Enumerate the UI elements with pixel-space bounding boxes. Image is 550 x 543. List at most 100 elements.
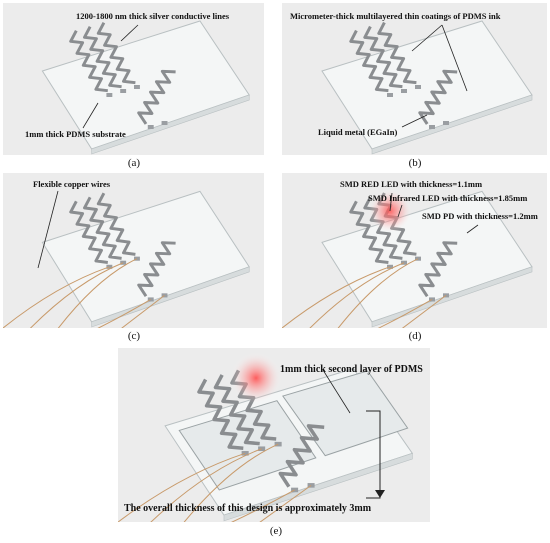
contact-pad <box>443 293 449 298</box>
contact-pad <box>387 93 393 97</box>
contact-pad <box>133 85 140 89</box>
silver-line-left <box>96 192 136 256</box>
contact-pad <box>401 89 407 93</box>
silver-line-left <box>83 26 122 89</box>
copper-wire <box>309 262 405 328</box>
panel-b: Micrometer-thick multilayered thin coati… <box>282 3 547 155</box>
sensor-substrate <box>282 190 533 328</box>
sensor-substrate <box>41 20 251 155</box>
label-overall-thickness: The overall thickness of this design is … <box>124 503 372 514</box>
label-second-layer: 1mm thick second layer of PDMS <box>280 364 423 375</box>
copper-wire <box>401 294 447 328</box>
copper-wire <box>259 484 312 522</box>
caption-a: (a) <box>127 157 141 169</box>
pdms-layer-left <box>178 400 317 491</box>
panel-c: Flexible copper wires <box>3 173 264 328</box>
arrow-metal <box>401 114 428 128</box>
contact-pad <box>401 260 407 265</box>
copper-wire <box>183 443 279 522</box>
copper-wire <box>337 258 419 328</box>
panel-a: 1200-1800 nm thick silver conductive lin… <box>3 3 264 155</box>
contact-pad <box>161 121 168 125</box>
silver-line-left <box>213 374 260 446</box>
arrow-down-head <box>375 490 385 498</box>
copper-wire <box>282 266 391 328</box>
silver-line-right <box>418 241 458 298</box>
copper-wire <box>3 266 110 328</box>
caption-d: (d) <box>408 330 422 342</box>
contact-pad <box>147 125 154 129</box>
arrow-wires <box>37 190 59 269</box>
copper-wire <box>230 489 295 522</box>
panel-b-illustration <box>321 20 533 155</box>
silver-line-right <box>137 69 176 125</box>
label-pdms-substrate: 1mm thick PDMS substrate <box>25 129 126 139</box>
label-red-led: SMD RED LED with thickness=1.1mm <box>340 179 483 189</box>
substrate-edge <box>91 94 250 155</box>
copper-wire <box>150 448 262 522</box>
label-liquid-metal: Liquid metal (EGaIn) <box>318 127 398 137</box>
contact-pad <box>241 451 249 456</box>
contact-pad <box>120 260 127 265</box>
arrow-coatings-2 <box>441 24 468 92</box>
sensor-substrate <box>3 190 250 328</box>
contact-pad <box>106 264 113 269</box>
silver-line-left <box>83 196 122 260</box>
substrate-edge <box>371 94 533 155</box>
caption-e: (e) <box>269 525 283 537</box>
label-copper-wires: Flexible copper wires <box>33 179 111 189</box>
panel-d: SMD RED LED with thickness=1.1mm SMD Inf… <box>282 173 547 328</box>
silver-line-left <box>349 29 389 93</box>
substrate-edge <box>91 266 250 328</box>
sensor-substrate <box>321 20 533 155</box>
copper-wire <box>377 299 433 328</box>
red-led-glow <box>230 352 282 404</box>
copper-wire <box>57 258 138 328</box>
arrow-lines <box>120 24 139 42</box>
contact-pad <box>161 293 168 298</box>
contact-pad <box>415 85 421 89</box>
contact-pad <box>291 487 299 493</box>
caption-c: (c) <box>127 330 141 342</box>
substrate-edge <box>223 452 413 522</box>
arrow-red-led <box>389 192 393 212</box>
substrate-edge <box>371 266 533 328</box>
sensor-substrate <box>118 368 414 522</box>
silver-line-left <box>197 378 244 450</box>
contact-pad <box>429 125 435 129</box>
label-pd: SMD PD with thickness=1.2mm <box>422 211 538 221</box>
silver-line-left <box>69 30 108 93</box>
silver-line-right <box>278 424 325 488</box>
bracket-thickness <box>366 410 381 499</box>
arrow-coatings-1 <box>411 24 443 52</box>
silver-line-left <box>377 21 417 85</box>
arrow-layer <box>322 369 351 414</box>
panel-a-illustration <box>41 20 251 155</box>
silver-line-right <box>418 69 458 125</box>
silver-line-left <box>69 200 108 264</box>
contact-pad <box>307 483 315 488</box>
panel-c-illustration <box>3 190 250 328</box>
label-pdms-coatings: Micrometer-thick multilayered thin coati… <box>290 11 501 21</box>
copper-wire <box>118 452 246 522</box>
copper-wire <box>121 294 165 328</box>
silver-line-right <box>137 241 176 298</box>
silver-line-left <box>96 22 136 85</box>
panel-d-illustration <box>282 189 533 328</box>
label-ir-led: SMD Infrared LED with thickness=1.85mm <box>368 193 528 203</box>
contact-pad <box>443 121 449 125</box>
contact-pad <box>106 93 113 97</box>
copper-wire <box>97 299 151 328</box>
caption-b: (b) <box>408 157 422 169</box>
arrow-pd <box>466 224 479 234</box>
contact-pad <box>120 89 127 93</box>
arrow-ir-led <box>397 204 403 218</box>
panel-e: 1mm thick second layer of PDMS The overa… <box>118 348 430 522</box>
silver-line-left <box>349 200 389 264</box>
silver-line-left <box>363 25 403 89</box>
arrow-substrate <box>82 102 99 129</box>
copper-wire <box>29 262 124 328</box>
contact-pad <box>387 264 393 269</box>
panel-e-illustration <box>118 352 414 522</box>
label-silver-lines: 1200-1800 nm thick silver conductive lin… <box>76 11 230 21</box>
